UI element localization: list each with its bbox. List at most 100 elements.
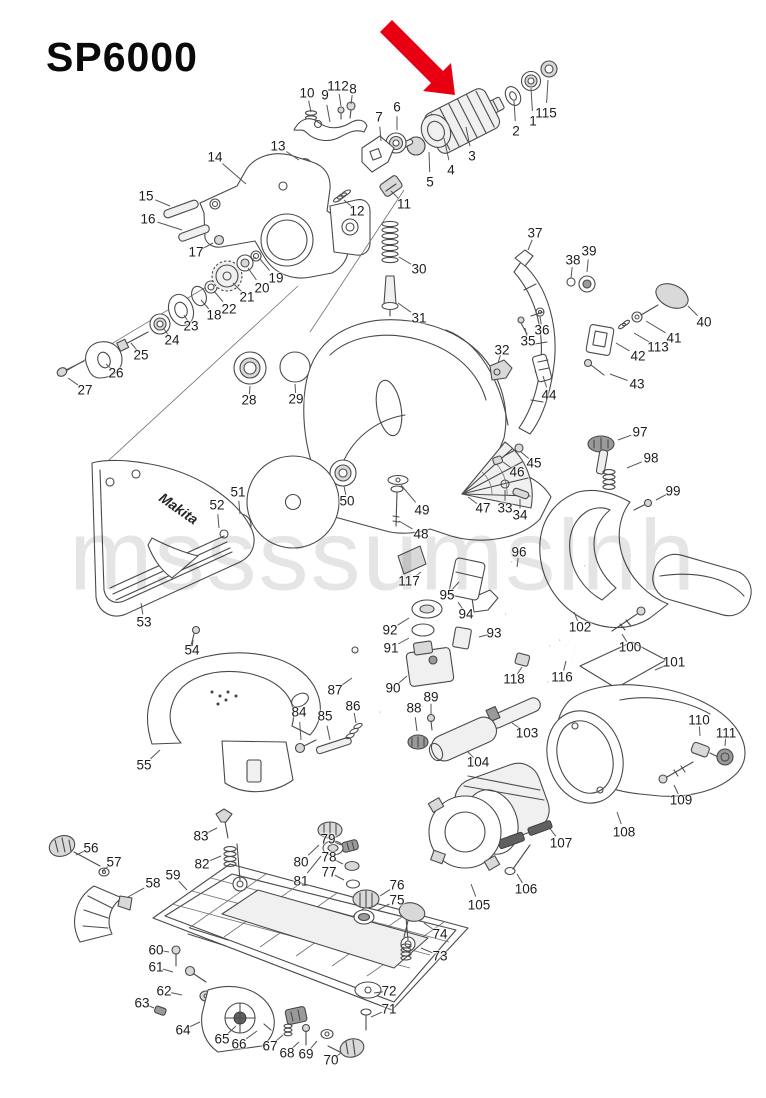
leader-line-36 <box>539 315 542 325</box>
leader-line-23 <box>183 314 189 322</box>
leader-line-41 <box>645 320 666 334</box>
leader-line-55 <box>150 749 161 760</box>
guide-rail-drawing <box>513 249 556 435</box>
leader-line-73 <box>420 947 433 954</box>
spindle-parts-chain-drawing <box>56 250 262 379</box>
leader-line-112 <box>338 93 342 107</box>
leader-line-9 <box>326 104 331 123</box>
leader-line-63 <box>146 1004 155 1009</box>
leader-line-86 <box>353 712 357 724</box>
leader-line-1 <box>530 87 533 112</box>
leader-line-70 <box>334 1052 342 1058</box>
leader-line-22 <box>213 290 224 303</box>
leader-line-11 <box>390 190 400 200</box>
leader-line-117 <box>413 571 422 578</box>
leader-line-91 <box>397 637 410 645</box>
page-title: SP6000 <box>46 34 198 80</box>
saw-blade-drawing <box>246 455 340 549</box>
leader-line-12 <box>343 199 353 207</box>
highlight-arrow <box>380 20 455 95</box>
leader-line-8 <box>350 94 353 105</box>
base-plate-drawing <box>152 843 469 1011</box>
watermark-text: mssssumslnh <box>69 499 697 612</box>
leader-line-19 <box>259 258 270 271</box>
leader-line-77 <box>334 874 345 881</box>
leader-line-100 <box>621 633 628 643</box>
leader-line-95 <box>451 581 460 591</box>
front-foot-drawing <box>153 945 365 1058</box>
safety-cover-drawing <box>147 652 321 793</box>
leader-line-101 <box>654 664 667 671</box>
leader-line-110 <box>698 726 701 737</box>
leader-line-88 <box>414 717 418 732</box>
leader-line-32 <box>497 355 501 364</box>
motor-housing-drawing <box>427 684 746 876</box>
leader-line-98 <box>626 461 642 469</box>
leader-line-54 <box>191 639 194 647</box>
leader-line-113 <box>633 332 650 343</box>
leader-line-80 <box>307 844 320 856</box>
leader-line-67 <box>274 1034 284 1042</box>
leader-line-75 <box>377 903 390 911</box>
leader-line-50 <box>343 485 347 496</box>
leader-line-44 <box>542 375 548 388</box>
plate-fittings-drawing <box>215 808 426 1031</box>
leader-line-97 <box>617 434 632 441</box>
leader-line-93 <box>478 634 489 638</box>
leader-line-46 <box>502 461 512 469</box>
leader-line-87 <box>341 677 353 686</box>
leader-line-47 <box>467 496 478 505</box>
leader-line-5 <box>428 151 431 173</box>
leader-line-2 <box>513 100 516 122</box>
leader-line-96 <box>516 557 519 568</box>
leader-line-51 <box>238 500 241 515</box>
leader-line-26 <box>105 363 113 370</box>
leader-line-15 <box>155 199 171 207</box>
leader-line-103 <box>511 722 522 730</box>
leader-line-49 <box>400 484 416 503</box>
leader-line-56 <box>75 850 86 856</box>
leader-line-52 <box>217 514 220 529</box>
leader-line-116 <box>563 660 567 671</box>
leader-line-76 <box>379 888 391 897</box>
leader-line-43 <box>609 373 628 381</box>
leader-line-61 <box>162 968 174 973</box>
leader-line-65 <box>227 1025 237 1035</box>
leader-line-72 <box>373 991 384 994</box>
leader-line-57 <box>101 865 110 872</box>
leader-line-60 <box>161 950 170 953</box>
leader-line-25 <box>130 342 138 351</box>
leader-line-16 <box>157 221 183 231</box>
spring-and-pin-drawing <box>381 220 399 317</box>
leader-line-59 <box>178 880 188 891</box>
leader-line-105 <box>470 883 477 897</box>
leader-line-79 <box>332 840 342 846</box>
leader-line-106 <box>516 873 523 884</box>
leader-line-62 <box>171 992 183 996</box>
leader-line-83 <box>207 827 218 834</box>
switch-cluster-drawing <box>294 545 595 762</box>
leader-line-107 <box>547 825 557 837</box>
leader-line-64 <box>189 1021 201 1028</box>
leader-line-45 <box>520 451 530 459</box>
leader-line-69 <box>310 1040 318 1050</box>
leader-line-42 <box>615 342 630 352</box>
leader-line-109 <box>673 784 679 795</box>
leader-line-115 <box>546 79 549 104</box>
leader-line-20 <box>247 267 257 281</box>
leader-line-53 <box>140 602 144 615</box>
leader-line-38 <box>570 267 573 279</box>
leader-line-66 <box>245 1030 258 1040</box>
handle-assembly-drawing <box>539 435 752 689</box>
leader-line-14 <box>222 163 247 185</box>
leader-line-85 <box>326 725 331 741</box>
rings-drawing <box>95 189 405 473</box>
leader-line-37 <box>527 239 533 251</box>
leader-line-10 <box>308 100 312 113</box>
gear-housing-drawing <box>163 153 371 279</box>
leader-line-31 <box>397 302 412 313</box>
leader-line-118 <box>516 666 523 675</box>
leader-line-68 <box>291 1041 300 1049</box>
